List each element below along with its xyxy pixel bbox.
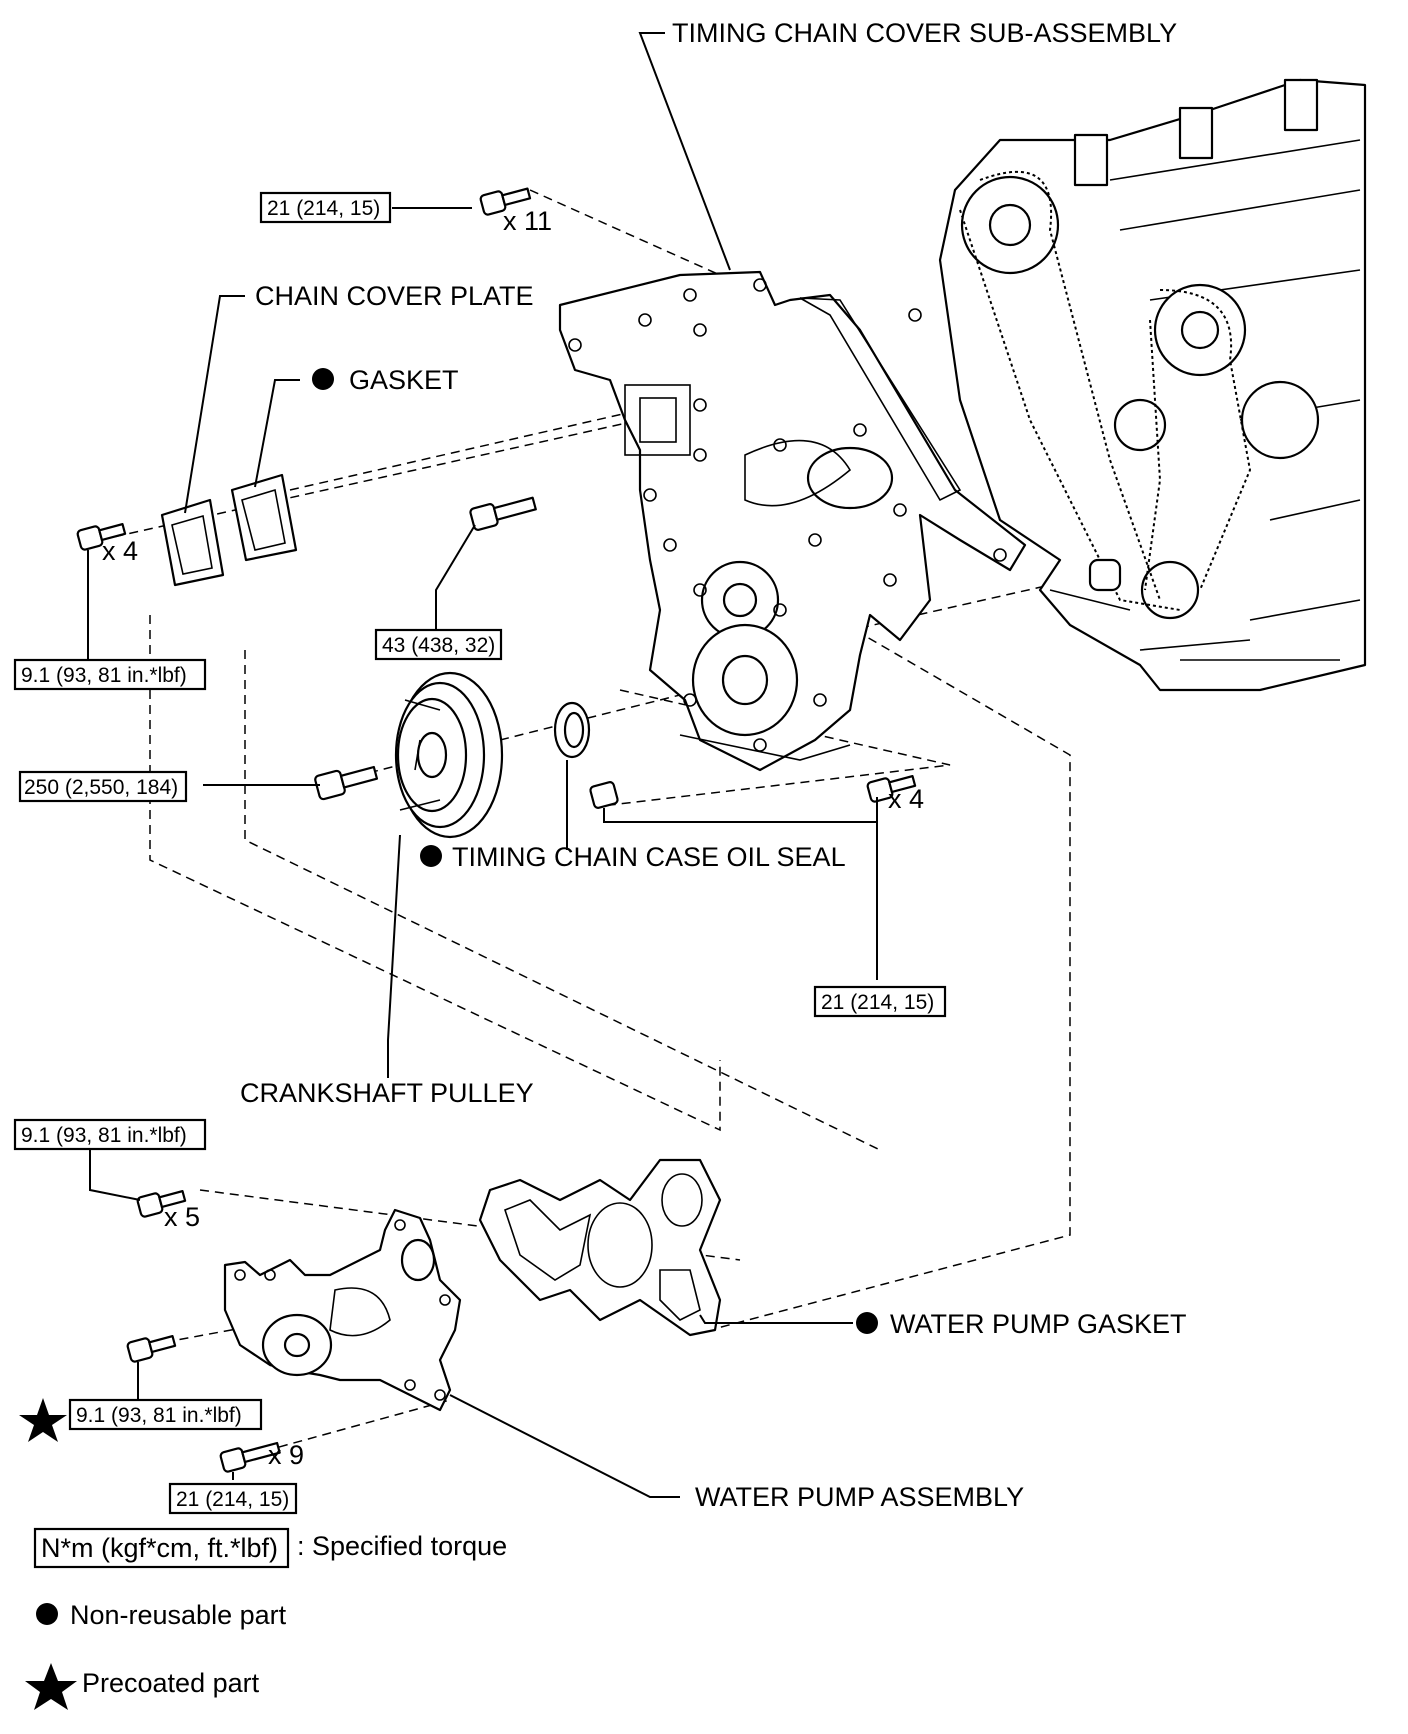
svg-text:43 (438, 32): 43 (438, 32): [382, 634, 495, 657]
legend-torque-unit-box: N*m (kgf*cm, ft.*lbf): [33, 1527, 290, 1569]
non-reusable-dot-icon: [312, 368, 334, 390]
legend-torque-desc: : Specified torque: [297, 1531, 507, 1561]
svg-text:21 (214, 15): 21 (214, 15): [267, 197, 380, 220]
engine-block: [938, 78, 1367, 692]
precoated-star-icon: [19, 1398, 67, 1442]
qty-pump-bolts-upper: x 5: [164, 1202, 200, 1232]
legend-non-reusable: Non-reusable part: [70, 1600, 287, 1630]
oil-seal: [553, 701, 591, 759]
crankshaft-pulley: [394, 671, 504, 839]
torque-box-cover-bolts: 21 (214, 15): [259, 191, 392, 224]
legend: N*m (kgf*cm, ft.*lbf) : Specified torque…: [25, 1527, 507, 1710]
torque-box-pump-bolts-lower: 21 (214, 15): [168, 1482, 298, 1515]
torque-box-plate-bolts: 9.1 (93, 81 in.*lbf): [13, 658, 207, 691]
torque-box-pump-bolt-precoated: 9.1 (93, 81 in.*lbf): [68, 1398, 263, 1431]
svg-text:N*m (kgf*cm, ft.*lbf): N*m (kgf*cm, ft.*lbf): [41, 1533, 278, 1563]
label-water-pump-gasket: WATER PUMP GASKET: [890, 1309, 1187, 1339]
torque-box-cover-center-bolt: 43 (438, 32): [374, 628, 503, 661]
bolts: [76, 187, 917, 1473]
water-pump-assembly: [223, 1208, 462, 1412]
qty-pump-bolts-lower: x 9: [268, 1440, 304, 1470]
label-gasket: GASKET: [349, 365, 459, 395]
non-reusable-dot-icon: [856, 1312, 878, 1334]
qty-cover-bolts: x 11: [503, 206, 552, 236]
qty-lower-cover-bolts: x 4: [888, 784, 924, 814]
label-crankshaft-pulley: CRANKSHAFT PULLEY: [240, 1078, 534, 1108]
qty-plate-bolts: x 4: [102, 536, 138, 566]
label-chain-cover-plate: CHAIN COVER PLATE: [255, 281, 534, 311]
legend-precoated: Precoated part: [82, 1668, 260, 1698]
label-timing-chain-cover: TIMING CHAIN COVER SUB-ASSEMBLY: [672, 18, 1177, 48]
non-reusable-dot-icon: [36, 1603, 58, 1625]
svg-text:9.1 (93, 81 in.*lbf): 9.1 (93, 81 in.*lbf): [21, 664, 187, 687]
timing-chain-cover: [558, 270, 1027, 772]
svg-text:250 (2,550, 184): 250 (2,550, 184): [24, 776, 178, 799]
torque-box-lower-cover-bolts: 21 (214, 15): [813, 985, 947, 1018]
leader-lines: [87, 32, 878, 1498]
chain-cover-plate: [160, 498, 225, 587]
precoated-star-icon: [25, 1663, 77, 1710]
label-oil-seal: TIMING CHAIN CASE OIL SEAL: [452, 842, 846, 872]
svg-text:21 (214, 15): 21 (214, 15): [821, 991, 934, 1014]
non-reusable-dot-icon: [420, 845, 442, 867]
torque-box-pulley-bolt: 250 (2,550, 184): [18, 770, 188, 803]
svg-text:9.1 (93, 81 in.*lbf): 9.1 (93, 81 in.*lbf): [21, 1124, 187, 1147]
chain-cover-gasket: [230, 473, 298, 562]
svg-text:9.1 (93, 81 in.*lbf): 9.1 (93, 81 in.*lbf): [76, 1404, 242, 1427]
svg-text:21 (214, 15): 21 (214, 15): [176, 1488, 289, 1511]
torque-box-pump-bolts-upper: 9.1 (93, 81 in.*lbf): [13, 1118, 207, 1151]
label-water-pump-assembly: WATER PUMP ASSEMBLY: [695, 1482, 1024, 1512]
water-pump-gasket: [478, 1158, 722, 1337]
